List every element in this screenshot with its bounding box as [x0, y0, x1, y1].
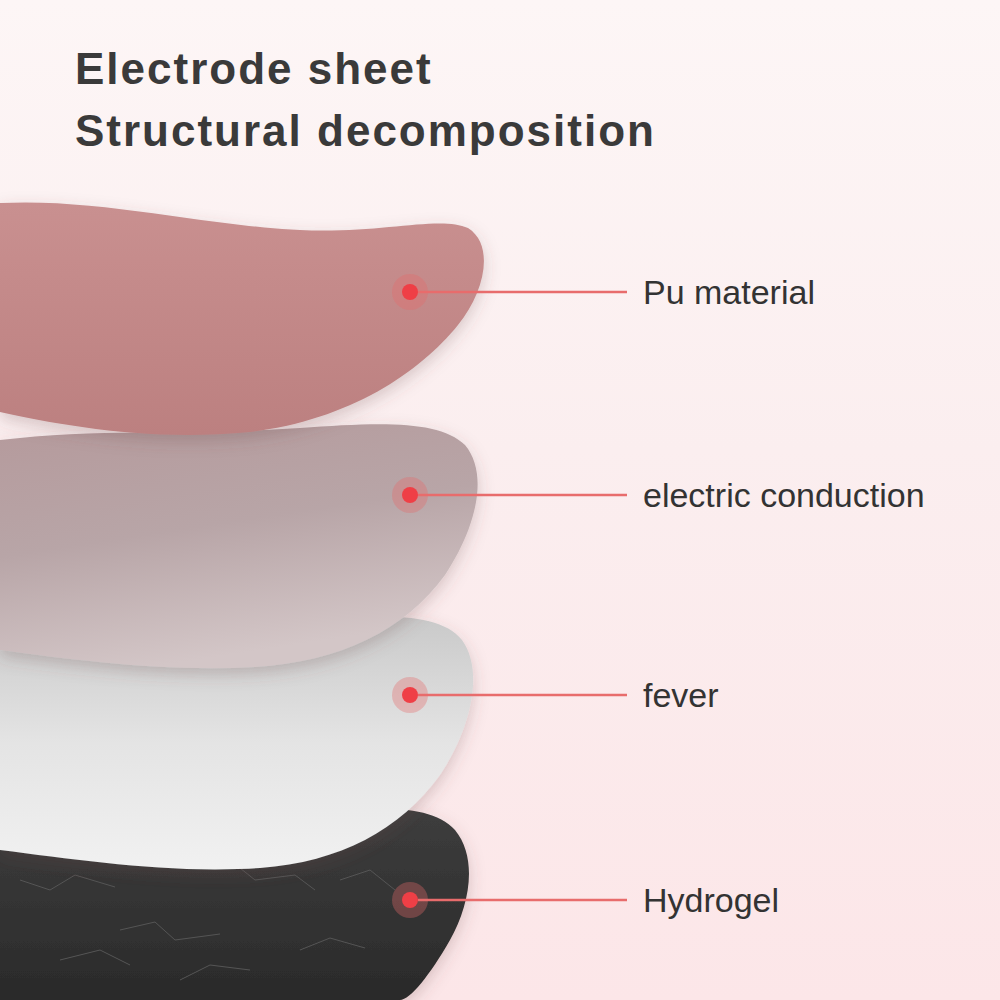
pu-layer [0, 202, 484, 435]
layer-label: electric conduction [643, 475, 925, 515]
gel-texture [20, 860, 395, 980]
leader-line [418, 694, 627, 697]
layer-label: fever [643, 675, 719, 715]
conduction-layer [0, 424, 478, 668]
leader-line [418, 291, 627, 294]
leader-line [418, 494, 627, 497]
callout-markers [392, 274, 627, 918]
leader-line [418, 899, 627, 902]
layer-label: Hydrogel [643, 880, 779, 920]
layer-label: Pu material [643, 272, 815, 312]
title: Electrode sheet Structural decomposition [75, 38, 705, 162]
